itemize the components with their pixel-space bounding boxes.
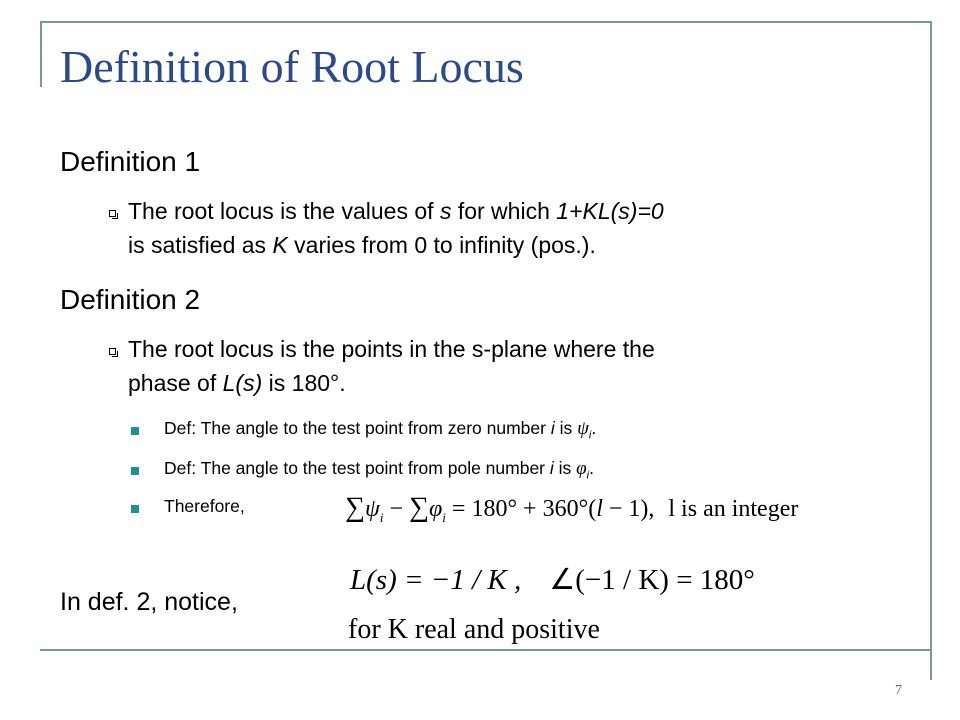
frame-top-line: [40, 21, 932, 23]
notice-label: In def. 2, notice,: [60, 588, 238, 616]
square-bullet-icon: [109, 210, 118, 219]
frame-left-line: [40, 21, 42, 87]
teal-bullet-icon: [131, 467, 139, 475]
teal-bullet-icon: [131, 427, 139, 435]
notice-equation: L(s) = −1 / K ,∠(−1 / K) = 180°: [350, 564, 755, 596]
pole-angle-definition: Def: The angle to the test point from po…: [164, 458, 594, 482]
phase-sum-formula: ∑ψi − ∑φi = 180° + 360°(l − 1),l is an i…: [345, 492, 799, 525]
definition-2-text: The root locus is the points in the s-pl…: [128, 336, 655, 396]
page-number: 7: [895, 683, 902, 698]
definition-1-text: The root locus is the values of s for wh…: [128, 198, 664, 258]
teal-bullet-icon: [131, 505, 139, 513]
slide-title: Definition of Root Locus: [60, 41, 524, 92]
therefore-label: Therefore,: [164, 496, 245, 516]
frame-right-line: [930, 21, 932, 680]
definition-2-heading: Definition 2: [60, 284, 201, 315]
notice-condition: for K real and positive: [348, 614, 600, 645]
definition-1-heading: Definition 1: [60, 146, 201, 177]
zero-angle-definition: Def: The angle to the test point from ze…: [164, 418, 597, 442]
square-bullet-icon: [109, 348, 118, 357]
divider-line: [40, 649, 932, 651]
